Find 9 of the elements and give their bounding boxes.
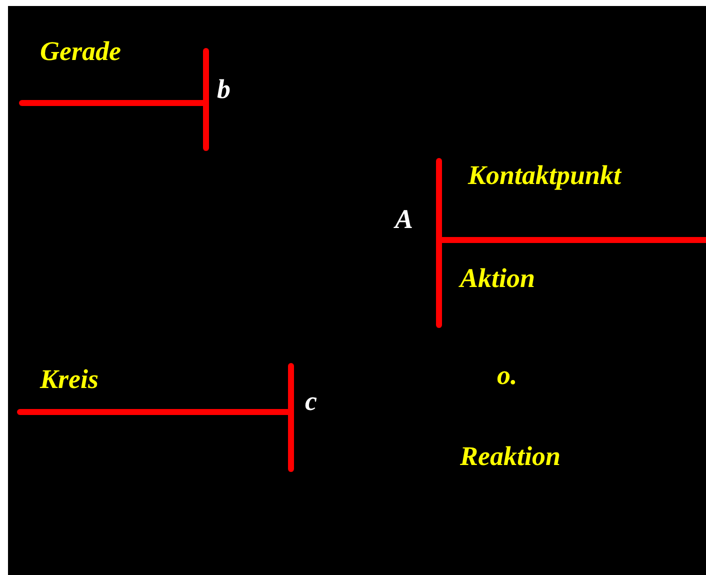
term-label: Reaktion — [460, 443, 561, 470]
letter-label: b — [217, 76, 230, 103]
letter-label: A — [395, 206, 414, 233]
term-label: Kontaktpunkt — [468, 162, 622, 189]
term-label: Kreis — [40, 366, 99, 393]
term-label: o. — [497, 362, 518, 389]
term-label: Aktion — [460, 265, 536, 292]
letter-label: c — [305, 388, 317, 415]
term-label: Gerade — [40, 38, 121, 65]
